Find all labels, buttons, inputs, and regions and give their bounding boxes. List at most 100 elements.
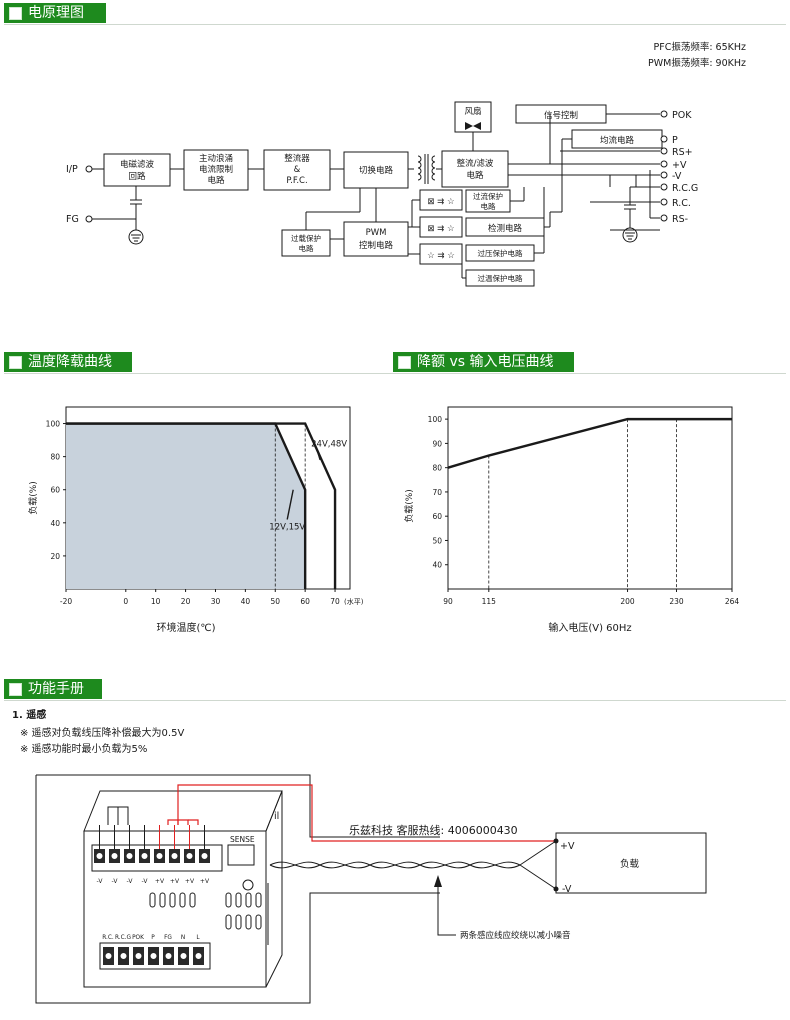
- screw-icon: [149, 952, 158, 960]
- block-output-rectifier: 整流/滤波 电路: [441, 150, 509, 188]
- screw-icon: [194, 952, 203, 960]
- series-label-12v: 12V,15V: [269, 522, 305, 532]
- x-tick-label: 0: [123, 597, 128, 606]
- block-diagram: PFC振荡频率: 65KHz PWM振荡频率: 90KHz I/P FG 电磁滤…: [66, 41, 747, 287]
- svg-text:SENSE: SENSE: [230, 835, 255, 844]
- svg-text:电路: 电路: [481, 201, 496, 211]
- ground-icon: [622, 227, 638, 243]
- remote-sense-note-1: ※ 遥感对负载线压降补偿最大为0.5V: [20, 728, 185, 739]
- series-label-24v: 24V,48V: [311, 440, 347, 450]
- y-tick-label: 90: [432, 439, 442, 448]
- block-signal-control: 信号控制: [515, 104, 607, 124]
- x-unit: (水平): [344, 597, 364, 606]
- y-tick-label: 50: [432, 536, 442, 545]
- x-axis-label: 输入电压(V) 60Hz: [548, 621, 631, 634]
- svg-text:POK: POK: [672, 110, 692, 121]
- svg-text:均流电路: 均流电路: [600, 135, 635, 146]
- vent-slot: [225, 914, 232, 930]
- svg-text:回路: 回路: [128, 171, 146, 182]
- svg-text:过载保护: 过载保护: [291, 233, 321, 243]
- transformer-icon: [408, 154, 442, 184]
- block-over-current: 过流保护 电路: [465, 189, 511, 213]
- section-square-icon: [9, 355, 22, 369]
- terminal-label: R.C.: [102, 935, 114, 941]
- terminal-label: +V: [185, 878, 195, 885]
- x-tick-label: 60: [300, 597, 310, 606]
- terminal-label: -V: [112, 878, 119, 885]
- terminal-label: -V: [127, 878, 134, 885]
- svg-text:电路: 电路: [299, 243, 314, 253]
- svg-text:控制电路: 控制电路: [359, 240, 394, 251]
- terminal-label: -V: [142, 878, 149, 885]
- x-tick-label: 40: [241, 597, 251, 606]
- remote-sense-note-2: ※ 遥感功能时最小负载为5%: [20, 744, 148, 755]
- svg-text:过流保护: 过流保护: [473, 191, 503, 201]
- x-tick-label: 30: [211, 597, 221, 606]
- terminal-label: P: [151, 935, 155, 941]
- vent-slot: [189, 892, 196, 908]
- svg-text:电路: 电路: [207, 175, 225, 186]
- block-detection: 检测电路: [465, 217, 545, 237]
- y-tick-label: 60: [50, 486, 60, 495]
- svg-text:信号控制: 信号控制: [544, 110, 578, 121]
- terminal-label: L: [196, 935, 200, 941]
- svg-text:切换电路: 切换电路: [359, 165, 394, 176]
- terminal-label: FG: [164, 935, 172, 941]
- svg-text:⊠ ⇉ ☆: ⊠ ⇉ ☆: [427, 197, 455, 207]
- svg-text:R.C.G: R.C.G: [672, 183, 698, 194]
- series-label-leader: [286, 489, 294, 520]
- x-tick-label: 200: [620, 597, 635, 606]
- y-tick-label: 40: [432, 561, 442, 570]
- x-tick-label: 20: [181, 597, 191, 606]
- terminal-label: N: [181, 935, 185, 941]
- series-line-2: [66, 422, 337, 589]
- svg-text:-V: -V: [672, 171, 682, 182]
- screw-icon: [119, 952, 128, 960]
- y-tick-label: 70: [432, 488, 442, 497]
- vent-slot: [179, 892, 186, 908]
- section-square-icon: [9, 6, 22, 20]
- twisted-pair-note: 两条感应线应绞绕以减小噪音: [460, 930, 571, 941]
- block-current-share: 均流电路: [571, 129, 663, 149]
- fan-icon: [465, 122, 481, 130]
- screw-icon: [125, 852, 134, 860]
- block-over-voltage: 过压保护电路: [465, 244, 535, 262]
- customer-hotline: 乐兹科技 客服热线: 4006000430: [349, 824, 518, 837]
- block-overload: 过载保护 电路: [281, 229, 331, 257]
- series-line-1: [447, 417, 732, 469]
- x-tick-label: 230: [669, 597, 684, 606]
- terminal-label: POK: [132, 935, 144, 941]
- vent-slot: [159, 892, 166, 908]
- pfc-frequency: PFC振荡频率: 65KHz: [654, 41, 747, 53]
- y-tick-label: 100: [46, 420, 61, 429]
- section-title-text: 降额 vs 输入电压曲线: [417, 354, 554, 370]
- section-title-derating: 温度降载曲线: [4, 352, 132, 372]
- x-axis-label: 环境温度(℃): [156, 621, 215, 634]
- section-title-text: 功能手册: [28, 681, 84, 697]
- screw-icon: [140, 852, 149, 860]
- section-rule: [4, 700, 786, 701]
- fg-label: FG: [66, 214, 79, 225]
- svg-text:PWM: PWM: [366, 228, 387, 238]
- screw-icon: [155, 852, 164, 860]
- screw-icon: [170, 852, 179, 860]
- terminal-label: R.C.G: [115, 935, 132, 941]
- screw-icon: [134, 952, 143, 960]
- load-label: 负载: [620, 858, 640, 870]
- y-axis-label: 负载(%): [403, 489, 415, 523]
- svg-text:P.F.C.: P.F.C.: [286, 176, 307, 186]
- section-title-functions: 功能手册: [4, 679, 102, 699]
- terminal-label: -V: [97, 878, 104, 885]
- vent-slot: [149, 892, 156, 908]
- y-tick-label: 60: [432, 512, 442, 521]
- screw-icon: [185, 852, 194, 860]
- screw-icon: [110, 852, 119, 860]
- ground-icon: [128, 229, 144, 245]
- output-pins: POK P RS+ +V -V R.C.G R.C. RS-: [660, 110, 698, 225]
- svg-text:RS+: RS+: [672, 147, 693, 158]
- vent-slot: [225, 892, 232, 908]
- section-title-input-derating: 降额 vs 输入电压曲线: [393, 352, 574, 372]
- svg-text:R.C.: R.C.: [672, 198, 691, 209]
